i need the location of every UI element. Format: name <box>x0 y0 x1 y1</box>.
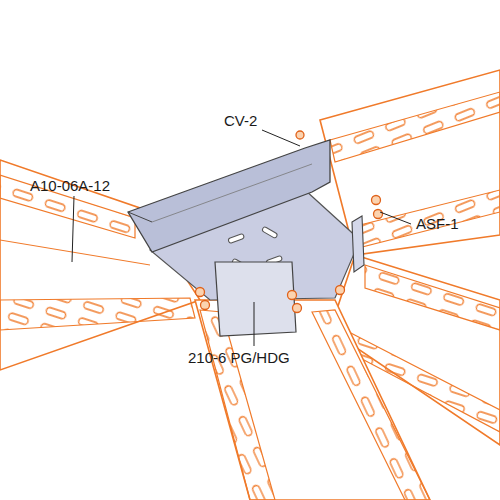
bolts <box>196 131 383 313</box>
leader-lines <box>72 130 411 346</box>
top-right-tray <box>320 70 500 255</box>
part-label: ASF-1 <box>414 215 461 234</box>
part-label: 210-6 PG/HDG <box>186 349 292 368</box>
asf-1-plate <box>352 216 364 272</box>
cv-2-wall <box>128 140 330 252</box>
flange-210-6 <box>215 262 296 336</box>
part-label: CV-2 <box>222 112 259 131</box>
part-label: A10-06A-12 <box>28 177 112 196</box>
